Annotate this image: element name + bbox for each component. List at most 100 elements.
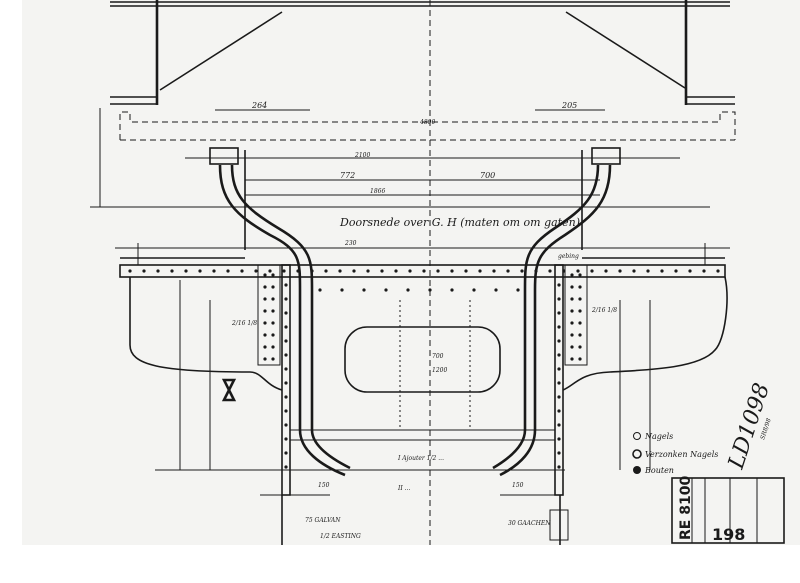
rivet-mark: [548, 269, 552, 273]
rivet-mark: [557, 283, 561, 287]
rivet-mark: [674, 269, 678, 273]
rivet-mark: [557, 325, 561, 329]
rivet-mark: [271, 333, 275, 337]
rivet-mark: [170, 269, 174, 273]
rivet-mark: [428, 288, 432, 292]
rivet-mark: [557, 409, 561, 413]
rivet-mark: [284, 395, 288, 399]
dim-mid-width: 1866: [370, 188, 385, 195]
rivet-mark: [263, 345, 267, 349]
rivet-mark: [618, 269, 622, 273]
rivet-mark: [646, 269, 650, 273]
rivet-mark: [557, 451, 561, 455]
rivet-mark: [324, 269, 328, 273]
rivet-mark: [450, 288, 454, 292]
rivet-mark: [570, 285, 574, 289]
rivet-mark: [352, 269, 356, 273]
rivet-mark: [394, 269, 398, 273]
rivet-mark: [562, 269, 566, 273]
rivet-mark: [284, 325, 288, 329]
rivet-mark: [578, 321, 582, 325]
rivet-mark: [284, 409, 288, 413]
rivet-mark: [464, 269, 468, 273]
rivet-mark: [128, 269, 132, 273]
rivet-mark: [557, 381, 561, 385]
rivet-mark: [263, 285, 267, 289]
dim-overall: 4800: [419, 119, 435, 126]
rivet-mark: [557, 395, 561, 399]
dimension-lines: [185, 109, 680, 196]
rivet-mark: [492, 269, 496, 273]
rivet-mark: [142, 269, 146, 273]
left-pipe: [209, 147, 351, 477]
dashed-outline: [90, 108, 736, 208]
rivet-mark: [557, 339, 561, 343]
rivet-mark: [263, 321, 267, 325]
rivet-mark: [156, 269, 160, 273]
rivet-mark: [578, 309, 582, 313]
rivet-mark: [436, 269, 440, 273]
rivet-mark: [198, 269, 202, 273]
rivet-mark: [576, 269, 580, 273]
rivet-mark: [578, 345, 582, 349]
rivet-mark: [408, 269, 412, 273]
rivet-mark: [494, 288, 498, 292]
rivet-legend-icon: [633, 432, 641, 440]
stamp-code: RE 8100: [678, 476, 694, 540]
rivet-mark: [340, 288, 344, 292]
rivet-marks: [128, 269, 720, 469]
rivet-mark: [263, 357, 267, 361]
dim-left-half: 772: [340, 171, 355, 180]
angle-note: 30 GAACHEN: [508, 520, 551, 527]
note-two: II ...: [397, 485, 410, 492]
rivet-mark: [212, 269, 216, 273]
rivet-mark: [284, 367, 288, 371]
rivet-mark: [472, 288, 476, 292]
rivet-mark: [557, 297, 561, 301]
rivet-mark: [557, 311, 561, 315]
rivet-mark: [282, 269, 286, 273]
dim-small-a: 230: [344, 240, 357, 247]
rivet-mark: [284, 297, 288, 301]
rivet-mark: [716, 269, 720, 273]
rivet-mark: [380, 269, 384, 273]
rivet-mark: [263, 333, 267, 337]
title-block: RE 8100 198: [671, 476, 785, 544]
rivet-mark: [271, 357, 275, 361]
rivet-mark: [271, 309, 275, 313]
rivet-mark: [578, 357, 582, 361]
rivet-mark: [366, 269, 370, 273]
rivet-mark: [702, 269, 706, 273]
rivet-mark: [284, 311, 288, 315]
rivet-mark: [271, 321, 275, 325]
rivet-mark: [506, 269, 510, 273]
rivet-mark: [478, 269, 482, 273]
rivet-mark: [570, 345, 574, 349]
bolts-left: 2/16 1/8: [231, 320, 257, 327]
countersunk-legend-icon: [632, 449, 642, 459]
dim-left-offset: 264: [251, 101, 267, 110]
top-frame: [110, 0, 735, 545]
legend: Nagels Verzonken Nagels Bouten: [632, 432, 718, 475]
rivet-mark: [578, 273, 582, 277]
rivet-mark: [570, 297, 574, 301]
flange-note: gebing: [558, 253, 579, 260]
rivet-mark: [284, 451, 288, 455]
bolts-right: 2/16 1/8: [591, 307, 617, 314]
rivet-mark: [263, 273, 267, 277]
dim-opening-h: 1200: [432, 367, 447, 374]
legend-label: Nagels: [644, 432, 673, 441]
rivet-mark: [296, 269, 300, 273]
rivet-mark: [406, 288, 410, 292]
drawing-sheet: [22, 0, 800, 545]
rivet-mark: [184, 269, 188, 273]
rivet-mark: [284, 423, 288, 427]
rivet-mark: [271, 285, 275, 289]
rivet-mark: [318, 288, 322, 292]
rivet-mark: [570, 309, 574, 313]
rivet-mark: [578, 333, 582, 337]
right-pipe: [492, 147, 621, 477]
rivet-mark: [557, 367, 561, 371]
